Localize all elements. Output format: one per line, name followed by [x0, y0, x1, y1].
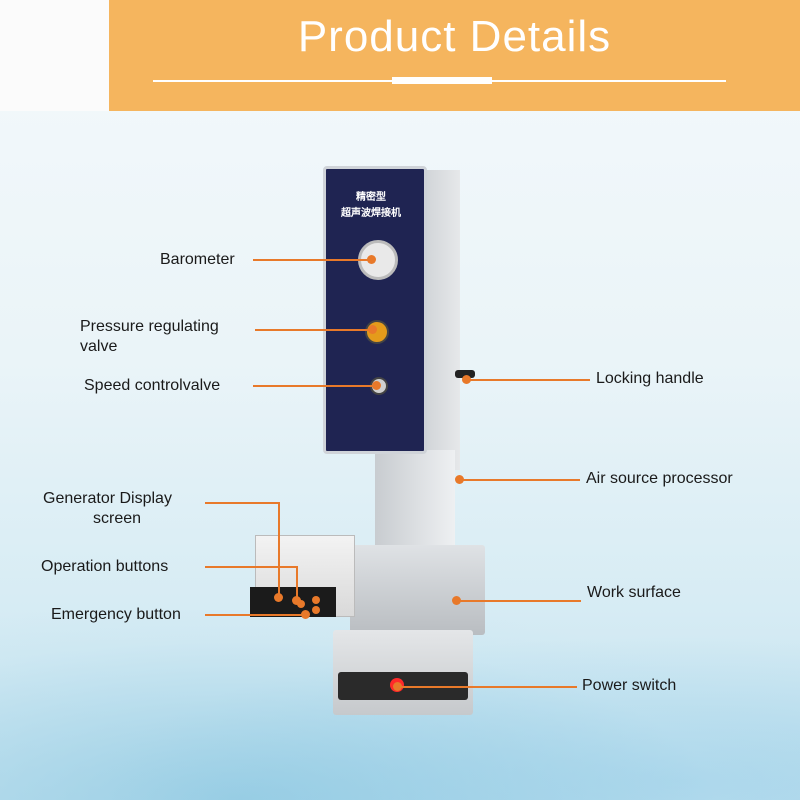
leader-dot-locking-handle [462, 375, 471, 384]
title-underline-accent [392, 77, 492, 84]
leader-work-surface [456, 600, 581, 602]
leader-dot-speed-valve [372, 381, 381, 390]
leader-dot-operation [292, 596, 301, 605]
label-air-source: Air source processor [586, 470, 733, 487]
label-work-surface: Work surface [587, 584, 681, 601]
leader-barometer [253, 259, 371, 261]
panel-title-line1: 精密型 [356, 192, 386, 203]
leader-generator-v [278, 502, 280, 597]
leader-dot-power-switch [393, 682, 402, 691]
label-power-switch: Power switch [582, 677, 677, 694]
leader-operation-v [296, 566, 298, 598]
label-generator-line1: Generator Display [43, 490, 172, 507]
machine-column [375, 450, 455, 560]
emergency-button[interactable] [297, 600, 305, 608]
leader-generator-h [205, 502, 279, 504]
operation-button[interactable] [312, 606, 320, 614]
panel-title-line2: 超声波焊接机 [341, 208, 401, 219]
leader-dot-pressure-valve [368, 325, 377, 334]
label-operation-buttons: Operation buttons [41, 558, 169, 575]
operation-button[interactable] [312, 596, 320, 604]
label-pressure-valve-line2: valve [80, 338, 118, 355]
label-emergency-button: Emergency button [51, 606, 181, 623]
header-left-blank [0, 0, 109, 111]
leader-air-source [459, 479, 580, 481]
leader-pressure-valve [255, 329, 372, 331]
leader-dot-generator [274, 593, 283, 602]
page-title: Product Details [297, 12, 612, 61]
label-barometer: Barometer [160, 251, 235, 268]
leader-dot-air-source [455, 475, 464, 484]
header-banner [109, 0, 800, 111]
locking-handle-grip[interactable] [455, 370, 475, 378]
leader-dot-emergency [301, 610, 310, 619]
label-generator-line2: screen [93, 510, 142, 527]
label-locking-handle: Locking handle [596, 370, 704, 387]
leader-operation-h [205, 566, 297, 568]
label-pressure-valve-line1: Pressure regulating [80, 318, 219, 335]
leader-emergency [205, 614, 305, 616]
leader-speed-valve [253, 385, 376, 387]
leader-dot-work-surface [452, 596, 461, 605]
leader-dot-barometer [367, 255, 376, 264]
leader-locking-handle [466, 379, 590, 381]
machine-front-panel [323, 166, 427, 454]
label-speed-valve: Speed controlvalve [84, 377, 221, 394]
leader-power-switch [397, 686, 577, 688]
work-surface-plate [350, 545, 485, 635]
